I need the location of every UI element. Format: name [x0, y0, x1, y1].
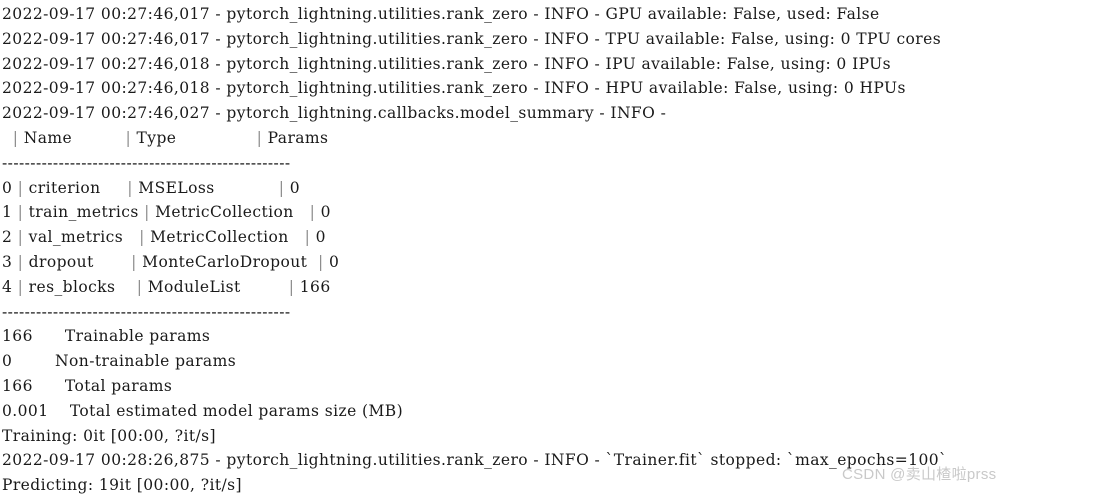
summary-total-size: 0.001 Total estimated model params size … [2, 401, 404, 420]
cell-text: MonteCarloDropout [136, 252, 319, 271]
column-separator: | [17, 228, 24, 247]
column-separator: | [139, 228, 145, 247]
column-separator: | [288, 277, 295, 296]
cell-text: MSELoss [132, 178, 279, 197]
column-separator: | [127, 178, 133, 197]
model-summary-separator-bottom: ----------------------------------------… [2, 302, 291, 321]
log-line-model-summary: 2022-09-17 00:27:46,027 - pytorch_lightn… [2, 104, 672, 123]
model-summary-separator-top: ----------------------------------------… [2, 153, 291, 172]
column-separator: | [17, 252, 24, 271]
table-row: 2 | val_metrics | MetricCollection | 0 [0, 225, 1102, 250]
column-separator: | [309, 203, 316, 222]
summary-non-trainable-params: 0 Non-trainable params [2, 352, 237, 371]
column-separator: | [17, 203, 24, 222]
cell-text: Params [262, 128, 329, 147]
column-separator: | [318, 252, 324, 271]
cell-text [2, 129, 13, 147]
summary-total-params: 166 Total params [2, 376, 173, 395]
column-separator: | [144, 203, 150, 222]
cell-text: 166 [294, 277, 331, 296]
cell-text: criterion [23, 178, 128, 197]
table-row: 4 | res_blocks | ModuleList | 166 [0, 275, 1102, 300]
log-line-hpu-available: 2022-09-17 00:27:46,018 - pytorch_lightn… [2, 79, 906, 98]
table-row: 3 | dropout | MonteCarloDropout | 0 [0, 250, 1102, 275]
cell-text: 4 [2, 277, 18, 296]
column-separator: | [17, 277, 24, 296]
column-separator: | [17, 178, 24, 197]
cell-text: Name [18, 128, 126, 147]
column-separator: | [12, 128, 19, 147]
log-line-gpu-available: 2022-09-17 00:27:46,017 - pytorch_lightn… [2, 5, 880, 23]
log-line-tpu-available: 2022-09-17 00:27:46,017 - pytorch_lightn… [2, 29, 942, 48]
cell-text: ModuleList [142, 277, 289, 296]
cell-text: 0 [284, 178, 301, 197]
column-separator: | [131, 252, 137, 271]
cell-text: MetricCollection [144, 228, 305, 247]
cell-text: 0 [323, 252, 340, 271]
log-line-trainer-fit-stopped: 2022-09-17 00:28:26,875 - pytorch_lightn… [2, 451, 948, 470]
table-row: 0 | criterion | MSELoss | 0 [0, 176, 1102, 201]
model-summary-header: | Name | Type | Params [0, 126, 1102, 151]
column-separator: | [304, 228, 311, 247]
csdn-watermark: CSDN @卖山楂啦prss [842, 466, 997, 483]
column-separator: | [256, 128, 263, 147]
cell-text: 3 [2, 252, 18, 271]
column-separator: | [136, 277, 143, 296]
log-line-ipu-available: 2022-09-17 00:27:46,018 - pytorch_lightn… [2, 54, 892, 73]
column-separator: | [278, 178, 285, 197]
cell-text: 0 [2, 178, 18, 197]
table-row: 1 | train_metrics | MetricCollection | 0 [0, 200, 1102, 225]
summary-trainable-params: 166 Trainable params [2, 327, 211, 346]
cell-text: res_blocks [23, 277, 137, 296]
cell-text: 0 [310, 228, 326, 247]
cell-text: val_metrics [23, 228, 140, 247]
progress-predicting: Predicting: 19it [00:00, ?it/s] [2, 476, 242, 495]
cell-text: 2 [2, 228, 18, 247]
cell-text: train_metrics [23, 203, 145, 222]
cell-text: 0 [315, 203, 331, 222]
cell-text: dropout [23, 252, 132, 271]
cell-text: 1 [2, 203, 18, 222]
cell-text: Type [131, 128, 257, 147]
progress-training: Training: 0it [00:00, ?it/s] [2, 426, 216, 445]
cell-text: MetricCollection [149, 203, 310, 222]
column-separator: | [125, 128, 132, 147]
